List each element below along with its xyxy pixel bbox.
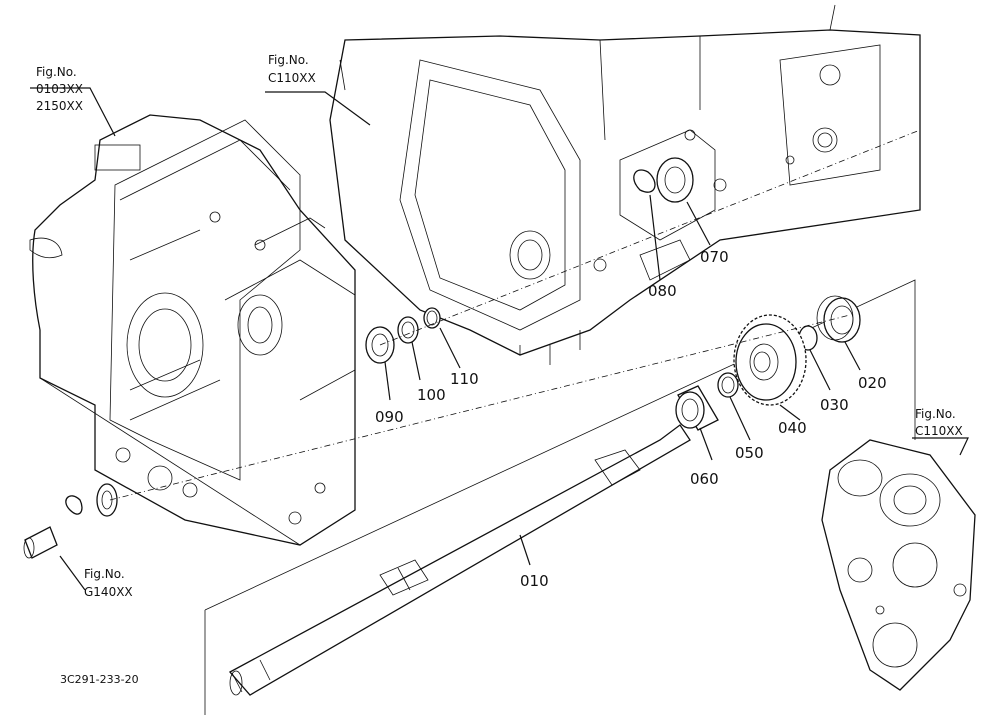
part-label-010: 010 [520,572,549,590]
part-label-030: 030 [820,396,849,414]
axis-line-lower [109,314,851,501]
fig-ref-c110-top[interactable]: Fig.No. C110XX [268,53,316,85]
part-label-040: 040 [778,419,807,437]
fig-ref-0103-line2: 0103XX [36,82,83,96]
part-label-060: 060 [690,470,719,488]
part-label-020: 020 [858,374,887,392]
fig-ref-c110-top-line2: C110XX [268,71,316,85]
fig-ref-g140-line2: G140XX [84,585,133,599]
leader-lines [30,87,969,591]
fig-ref-g140-line1: Fig.No. [84,567,125,581]
part-label-090: 090 [375,408,404,426]
part-label-080: 080 [648,282,677,300]
collar-050 [717,372,739,398]
fig-ref-c110-right[interactable]: Fig.No. C110XX [915,407,963,438]
fig-ref-c110-right-line2: C110XX [915,424,963,438]
bearing-020 [816,295,861,343]
fig-ref-0103-line1: Fig.No. [36,65,77,79]
left-seal-parts [23,483,118,559]
part-labels: 020 030 040 050 060 070 080 110 100 090 … [375,248,887,590]
shaft-010 [228,424,691,696]
gear-040 [733,314,807,406]
fig-ref-c110-right-line1: Fig.No. [915,407,956,421]
fig-ref-g140[interactable]: Fig.No. G140XX [84,567,133,599]
right-cover [821,439,976,691]
collar-100 [397,316,419,344]
bearing-070 [656,157,694,203]
fig-ref-0103-line3: 2150XX [36,99,83,113]
upper-center-case [329,4,921,365]
fig-ref-0103[interactable]: Fig.No. 0103XX 2150XX [36,65,83,113]
o-ring-110 [423,307,441,329]
part-label-110: 110 [450,370,479,388]
part-label-050: 050 [735,444,764,462]
axis-line-upper [379,129,921,346]
bearing-060 [675,385,719,431]
left-transmission-case [29,114,356,546]
part-label-100: 100 [417,386,446,404]
part-label-070: 070 [700,248,729,266]
fig-ref-c110-top-line1: Fig.No. [268,53,309,67]
sub-assembly-frame [204,279,916,715]
drawing-code: 3C291-233-20 [60,673,139,686]
circlip-080 [633,169,656,193]
